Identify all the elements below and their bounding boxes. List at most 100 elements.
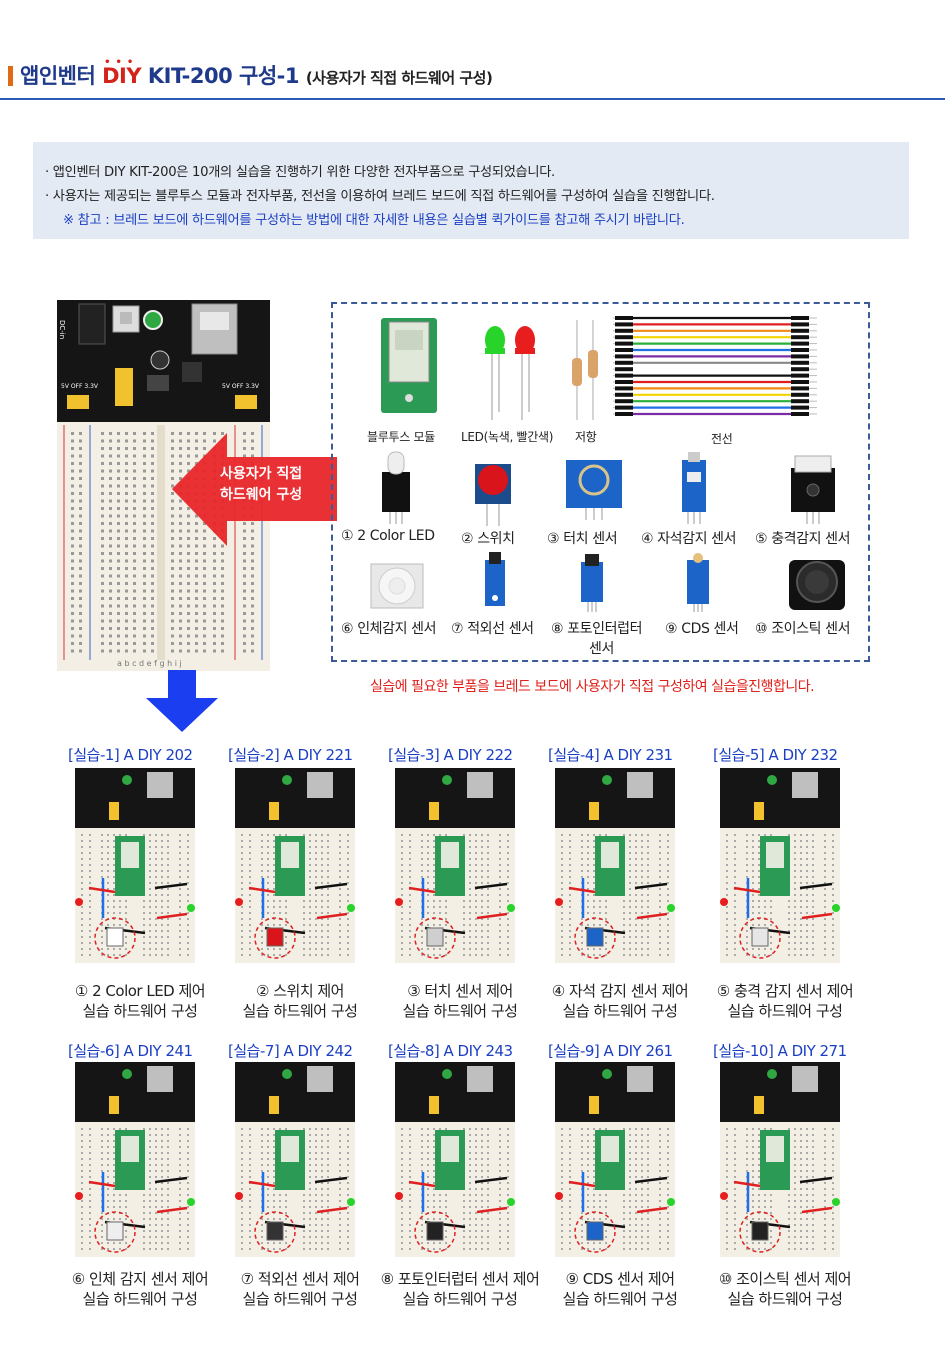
svg-text:a b c d e f g h i j: a b c d e f g h i j	[117, 659, 182, 668]
practice-caption-line-1: ⑦ 적외선 센서 제어	[240, 1270, 360, 1288]
led-icon	[485, 326, 535, 420]
practice-caption-line-1: ⑨ CDS 센서 제어	[565, 1270, 676, 1288]
practice-title: [실습-4] A DIY 231	[548, 746, 673, 764]
practice-breadboard-image	[75, 1062, 195, 1257]
practice-title: [실습-2] A DIY 221	[228, 746, 353, 764]
label-sensor-6: ⑥ 인체감지 센서	[341, 621, 437, 637]
bluetooth-module-icon	[381, 318, 437, 413]
title-kit: KIT-200 구성-1	[147, 64, 300, 88]
practice-caption-line-1: ③ 터치 센서 제어	[407, 982, 513, 1000]
practice-caption-line-2: 실습 하드웨어 구성	[562, 1002, 678, 1020]
practice-title: [실습-5] A DIY 232	[713, 746, 838, 764]
user-build-arrow-icon	[172, 433, 337, 546]
parts-panel: 블루투스 모듈 LED(녹색, 빨간색) 저항 전선 ① 2 Color LED…	[331, 302, 870, 662]
practice-caption-line-1: ⑧ 포토인터럽터 센서 제어	[380, 1270, 540, 1288]
label-sensor-1: ① 2 Color LED	[341, 528, 435, 544]
practice-title: [실습-6] A DIY 241	[68, 1042, 193, 1060]
label-sensor-3: ③ 터치 센서	[547, 531, 618, 547]
practice-caption-line-2: 실습 하드웨어 구성	[242, 1290, 358, 1308]
practice-title: [실습-7] A DIY 242	[228, 1042, 353, 1060]
label-sensor-9: ⑨ CDS 센서	[665, 621, 739, 637]
pir-sensor-icon	[370, 563, 424, 609]
ir-sensor-icon	[485, 552, 505, 606]
arrow-text-line-1: 사용자가 직접	[220, 466, 303, 482]
title-subtitle: (사용자가 직접 하드웨어 구성)	[305, 69, 493, 87]
label-sensor-10: ⑩ 조이스틱 센서	[755, 621, 851, 637]
header-accent-bar	[8, 66, 13, 86]
practice-breadboard-image	[395, 768, 515, 963]
joystick-icon	[789, 560, 845, 610]
svg-text:5V OFF 3.3V: 5V OFF 3.3V	[61, 383, 99, 390]
practice-caption-line-1: ⑥ 인체 감지 센서 제어	[71, 1270, 209, 1288]
practice-title: [실습-8] A DIY 243	[388, 1042, 513, 1060]
info-note: ※ 참고 : 브레드 보드에 하드웨어를 구성하는 방법에 대한 자세한 내용은…	[63, 213, 685, 228]
practice-caption-line-1: ⑤ 충격 감지 센서 제어	[716, 982, 854, 1000]
label-led: LED(녹색, 빨간색)	[461, 430, 554, 444]
practice-caption-line-1: ⑩ 조이스틱 센서 제어	[718, 1270, 852, 1288]
two-color-led-icon	[382, 451, 410, 524]
page-title: 앱인벤터 •••DIY KIT-200 구성-1 (사용자가 직접 하드웨어 구…	[20, 57, 493, 90]
header-divider	[0, 98, 945, 100]
title-brand: 앱인벤터	[20, 64, 96, 88]
practice-breadboard-image	[720, 1062, 840, 1257]
practice-title: [실습-9] A DIY 261	[548, 1042, 673, 1060]
label-resistor: 저항	[575, 430, 597, 444]
magnetic-sensor-icon	[682, 452, 706, 524]
arrow-text-line-2: 하드웨어 구성	[220, 487, 303, 503]
resistor-icon	[572, 320, 598, 420]
practice-caption-line-2: 실습 하드웨어 구성	[402, 1290, 518, 1308]
switch-icon	[475, 464, 511, 526]
practice-title: [실습-1] A DIY 202	[68, 746, 193, 764]
practice-title: [실습-10] A DIY 271	[713, 1042, 847, 1060]
practice-caption-line-1: ① 2 Color LED 제어	[74, 982, 206, 1000]
svg-text:5V OFF 3.3V: 5V OFF 3.3V	[222, 383, 260, 390]
practice-caption-line-1: ④ 자석 감지 센서 제어	[551, 982, 689, 1000]
practice-breadboard-image	[720, 768, 840, 963]
label-sensor-8: ⑧ 포토인터럽터	[551, 621, 643, 637]
photo-interrupter-icon	[581, 554, 603, 612]
practice-breadboard-image	[555, 768, 675, 963]
label-sensor-4: ④ 자석감지 센서	[641, 531, 737, 547]
practice-caption-line-2: 실습 하드웨어 구성	[727, 1002, 843, 1020]
label-bluetooth: 블루투스 모듈	[367, 430, 435, 444]
practice-caption-line-2: 실습 하드웨어 구성	[82, 1290, 198, 1308]
diy-dots-icon: •••	[104, 57, 139, 68]
practice-caption-line-2: 실습 하드웨어 구성	[82, 1002, 198, 1020]
practice-breadboard-image	[235, 1062, 355, 1257]
practice-caption-line-2: 실습 하드웨어 구성	[402, 1002, 518, 1020]
led-icon	[143, 310, 163, 330]
label-sensor-2: ② 스위치	[461, 531, 515, 547]
label-sensor-8-cont: 센서	[589, 641, 614, 657]
dc-in-label: DC-in	[58, 320, 66, 339]
practice-breadboard-image	[75, 768, 195, 963]
info-line-1: · 앱인벤터 DIY KIT-200은 10개의 실습을 진행하기 위한 다양한…	[45, 165, 555, 180]
title-diy: •••DIY	[102, 57, 142, 88]
practice-title: [실습-3] A DIY 222	[388, 746, 513, 764]
shock-sensor-icon	[791, 455, 835, 524]
practice-breadboard-image	[555, 1062, 675, 1257]
label-sensor-7: ⑦ 적외선 센서	[451, 621, 534, 637]
label-wire: 전선	[711, 432, 733, 446]
practice-caption-line-2: 실습 하드웨어 구성	[242, 1002, 358, 1020]
info-line-2: · 사용자는 제공되는 블루투스 모듈과 전자부품, 전선을 이용하여 브레드 …	[45, 189, 715, 204]
practice-caption-line-2: 실습 하드웨어 구성	[562, 1290, 678, 1308]
down-arrow-icon	[146, 670, 218, 732]
label-sensor-5: ⑤ 충격감지 센서	[755, 531, 851, 547]
practice-caption-line-1: ② 스위치 제어	[256, 982, 344, 1000]
cds-sensor-icon	[687, 553, 709, 612]
red-note: 실습에 필요한 부품을 브레드 보드에 사용자가 직접 구성하여 실습을진행합니…	[370, 679, 815, 695]
info-box: · 앱인벤터 DIY KIT-200은 10개의 실습을 진행하기 위한 다양한…	[33, 142, 909, 239]
practice-breadboard-image	[395, 1062, 515, 1257]
practice-breadboard-image	[235, 768, 355, 963]
practice-caption-line-2: 실습 하드웨어 구성	[727, 1290, 843, 1308]
